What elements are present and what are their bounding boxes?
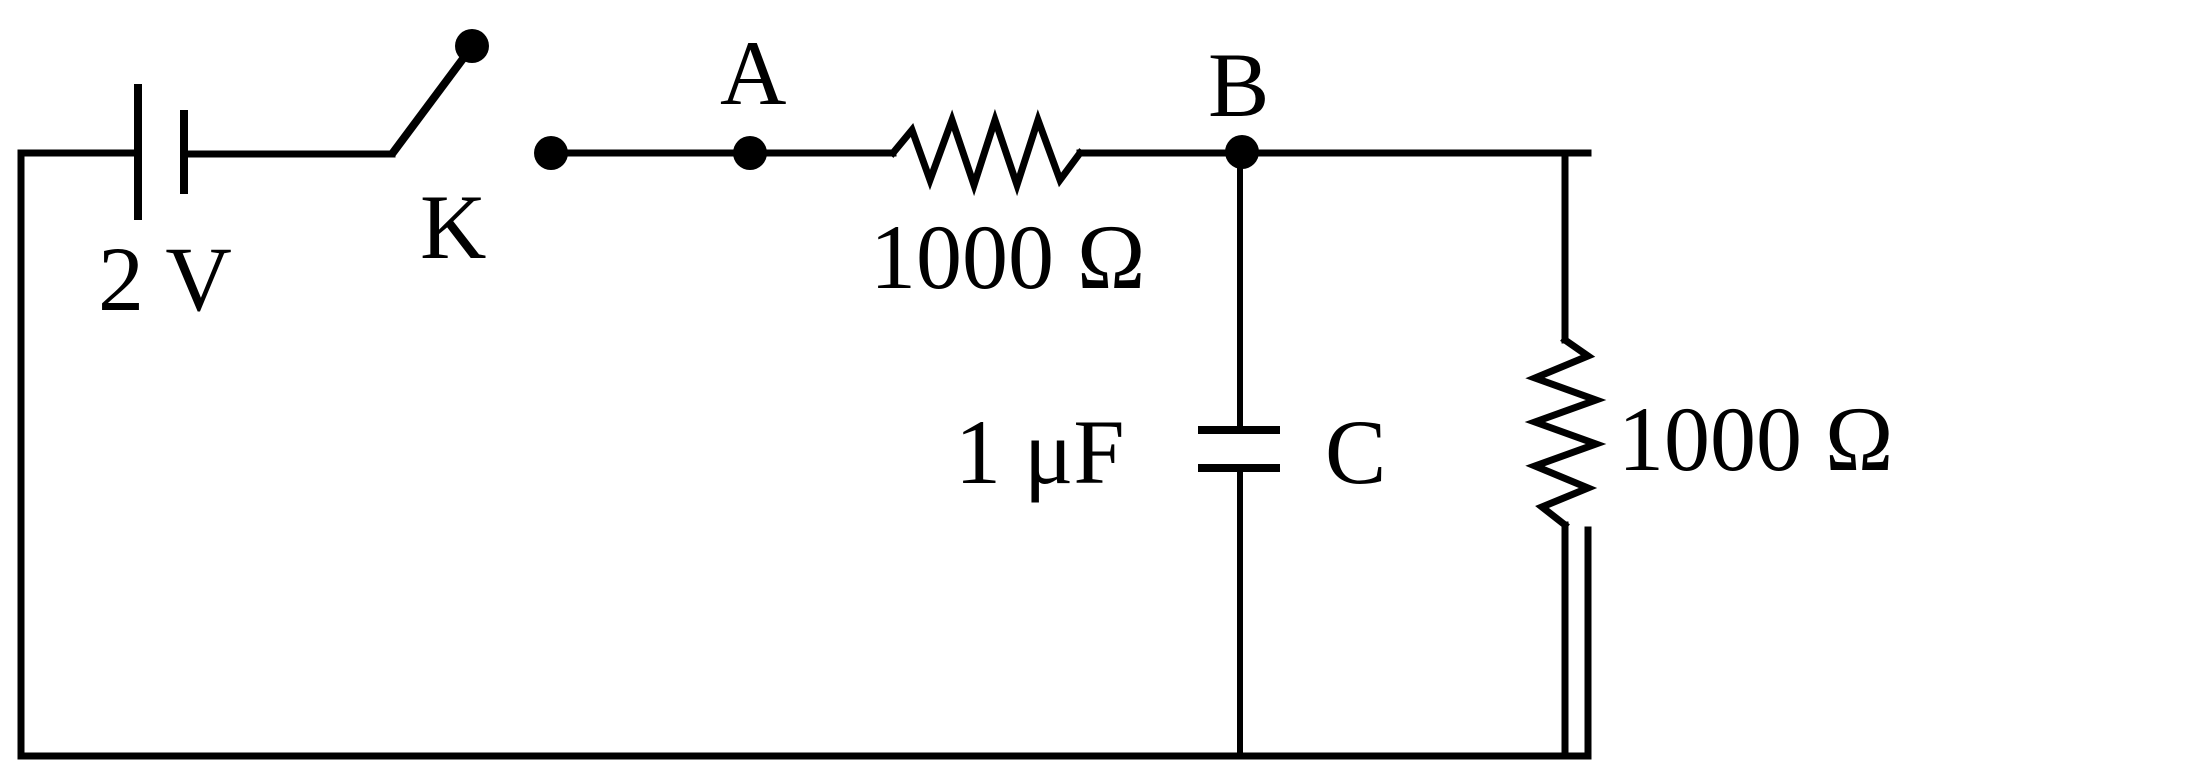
switch-k: [388, 29, 568, 170]
battery-label: 2 V: [98, 228, 232, 330]
series-resistor-label: 1000 Ω: [870, 206, 1145, 308]
switch-top-contact: [455, 29, 489, 63]
node-a-dot: [733, 136, 767, 170]
switch-label: K: [420, 176, 486, 278]
capacitor-value-label: 1 μF: [955, 401, 1125, 503]
switch-lever: [388, 49, 472, 157]
shunt-resistor-symbol: [1524, 335, 1607, 530]
node-b-label: B: [1208, 34, 1269, 136]
node-a-label: A: [720, 22, 786, 124]
capacitor-name-label: C: [1325, 401, 1386, 503]
series-resistor-symbol: [888, 108, 1085, 197]
wire-left-loop: [17, 149, 1592, 760]
shunt-resistor-label: 1000 Ω: [1618, 388, 1893, 490]
node-b-dot: [1225, 135, 1259, 169]
battery-symbol: [134, 84, 188, 220]
